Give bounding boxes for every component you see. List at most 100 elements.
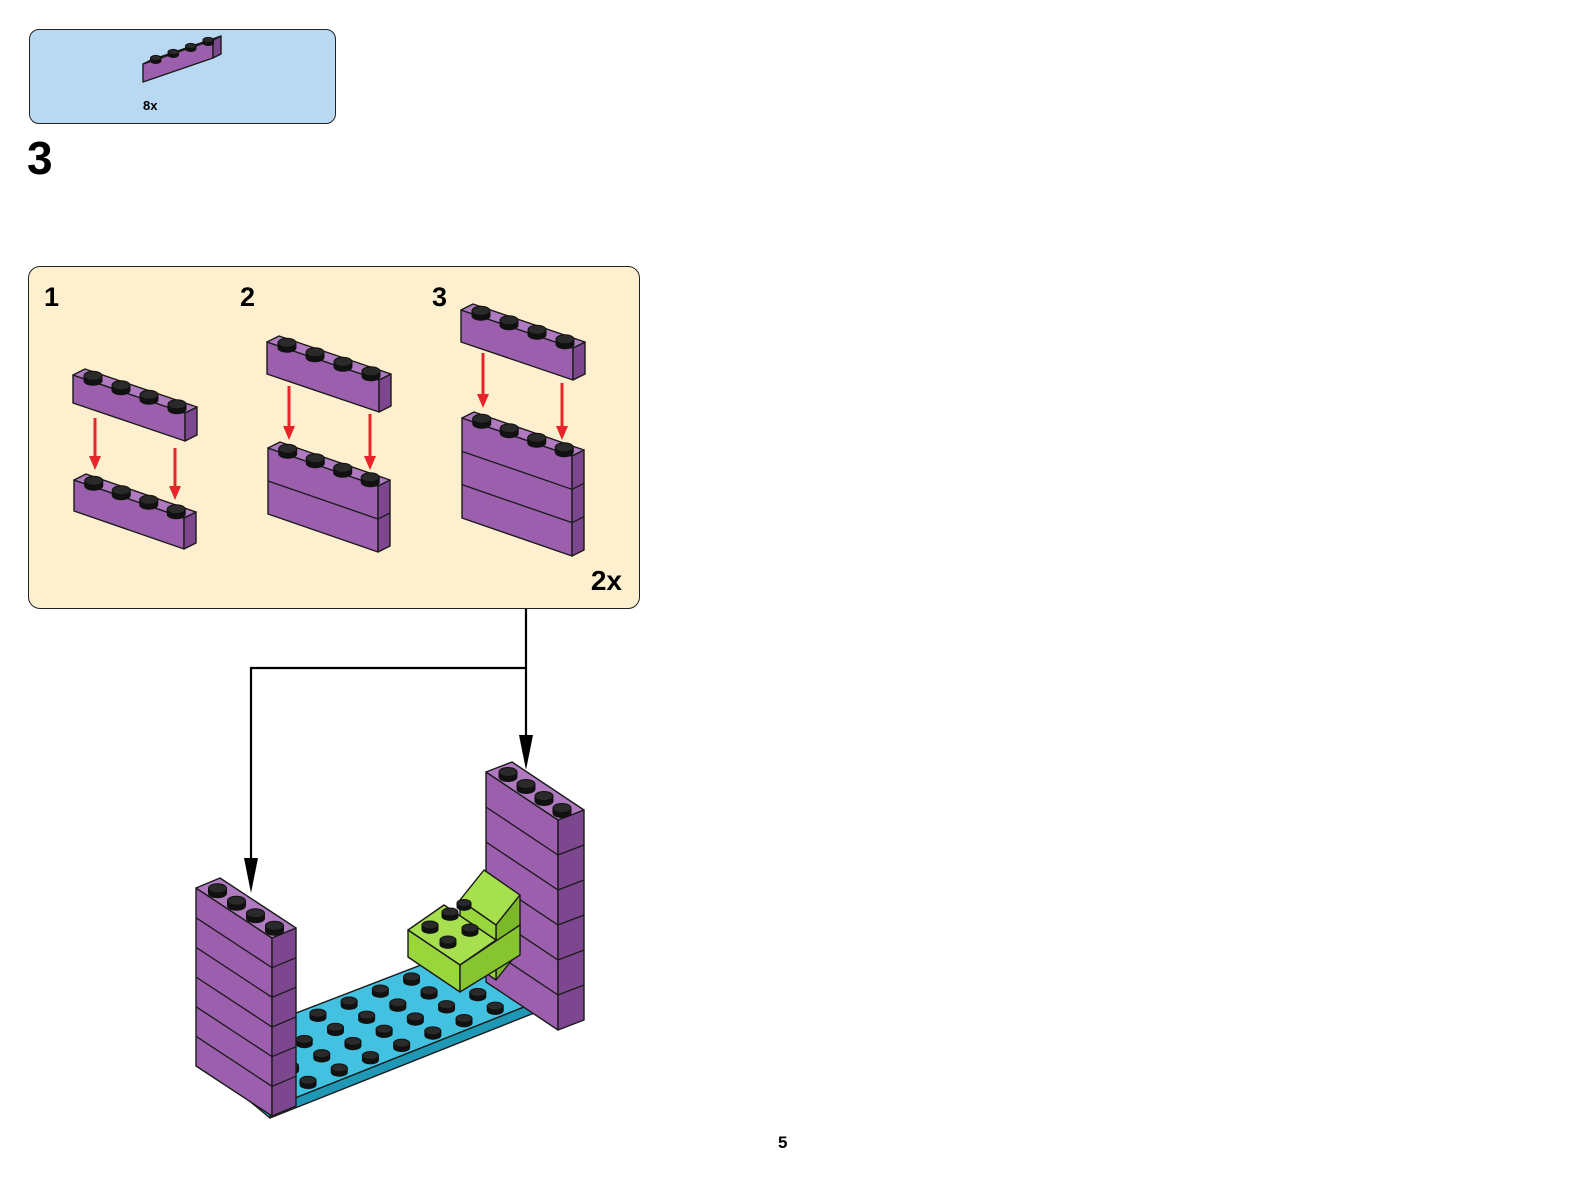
red-arrow-head-icon [283,426,295,440]
brick-stud [360,472,380,488]
placement-arrows [244,609,533,893]
brick-stud [471,305,491,321]
plate-stud [389,998,407,1012]
brick-stud [305,347,325,363]
brick-stud [305,453,325,469]
brick-stud [472,413,492,429]
plate-stud [309,1008,327,1022]
brick-stud [527,432,547,448]
tower-stud [208,883,227,899]
red-arrow-head-icon [477,394,489,408]
tower-stud [534,791,554,806]
brick-stud [139,494,159,510]
brick-top-face [72,368,198,414]
substep-2-brick-stack [267,441,391,553]
step-number: 3 [27,132,53,184]
red-arrow-head-icon [169,486,181,500]
plate-stud [340,996,358,1010]
seat-stud [439,935,457,949]
brick-stud [83,370,103,386]
brick-stud [166,504,186,520]
plate-stud [393,1038,411,1053]
page-number: 5 [778,1133,788,1152]
plate-stud [344,1036,362,1051]
brick-top-face [73,473,197,519]
tower-stud [498,767,518,782]
plate-stud [326,1022,344,1037]
brick-top-face [461,411,585,457]
plate-stud [358,1010,376,1024]
brick-stud [185,42,197,52]
red-arrow-head-icon [364,456,376,470]
brick-stud [139,389,159,405]
seat-side-face [459,924,521,993]
substep-2-number: 2 [240,282,256,312]
brick-stud [554,442,574,458]
brick-stud [150,54,162,64]
tower-stud [516,779,536,794]
plate-stud [295,1034,313,1049]
plate-stud [330,1063,348,1077]
tower-layer-line [195,1035,297,1088]
brick-layer-line [267,480,391,520]
left-purple-tower [195,877,297,1117]
brick-stud [277,337,297,353]
brick-stud [84,475,104,491]
arrow-head-down-left-icon [244,858,258,893]
tower-layer-line [485,841,585,891]
tower-layer-line [195,946,297,999]
plate-stud [438,1000,456,1014]
brick-stud [361,366,381,382]
tower-layer-line [195,976,297,1028]
main-model [195,761,585,1119]
seat-stud [456,899,472,911]
plate-stud [371,984,389,998]
right-purple-tower [485,761,585,1031]
brick-stud [499,423,519,439]
plate-stud [406,1012,424,1026]
parts-callout: 8x [29,29,336,124]
brick-stud [167,399,187,415]
substep-3-number: 3 [432,282,448,312]
parts-brick-1x4-icon [142,35,222,83]
plate-stud [469,987,487,1002]
seat-stud [421,920,439,934]
subassembly-multiplier: 2x [590,565,622,596]
plate-stud [375,1024,393,1038]
placement-line-left [249,609,528,868]
plate-stud [420,986,438,1000]
tower-stud [552,803,572,818]
tower-stud [265,920,284,936]
brick-stud [499,315,519,331]
tower-layer-line [195,917,297,969]
brick-stud [111,485,131,501]
brick-stud [111,380,131,396]
red-arrow-head-icon [89,456,101,470]
brick-top-face [460,303,586,349]
brick-top-face [267,441,391,487]
plate-stud [403,972,421,986]
tower-layer-line [195,1006,297,1058]
brick-stud [555,334,575,350]
parts-count: 8x [143,98,158,113]
brick-stud [333,356,353,372]
brick-stud [333,462,353,478]
substep-2-brick-top [266,335,392,413]
seat-stud [461,923,479,937]
substep-1-brick-top [72,368,198,442]
brick-top-face [266,335,392,381]
substep-1-number: 1 [44,282,60,312]
tower-stud [227,895,246,911]
substep-1-red-arrows [89,418,181,500]
seat-stud [441,907,459,921]
plate-stud [424,1026,442,1040]
plate-stud [299,1075,317,1090]
substep-3-red-arrows [477,353,568,440]
brick-front-face [461,417,573,557]
plate-stud [486,1001,504,1015]
plate-stud [313,1049,331,1063]
brick-stud [202,36,214,46]
red-arrow-head-icon [556,426,568,440]
brick-layer-line [461,484,585,524]
